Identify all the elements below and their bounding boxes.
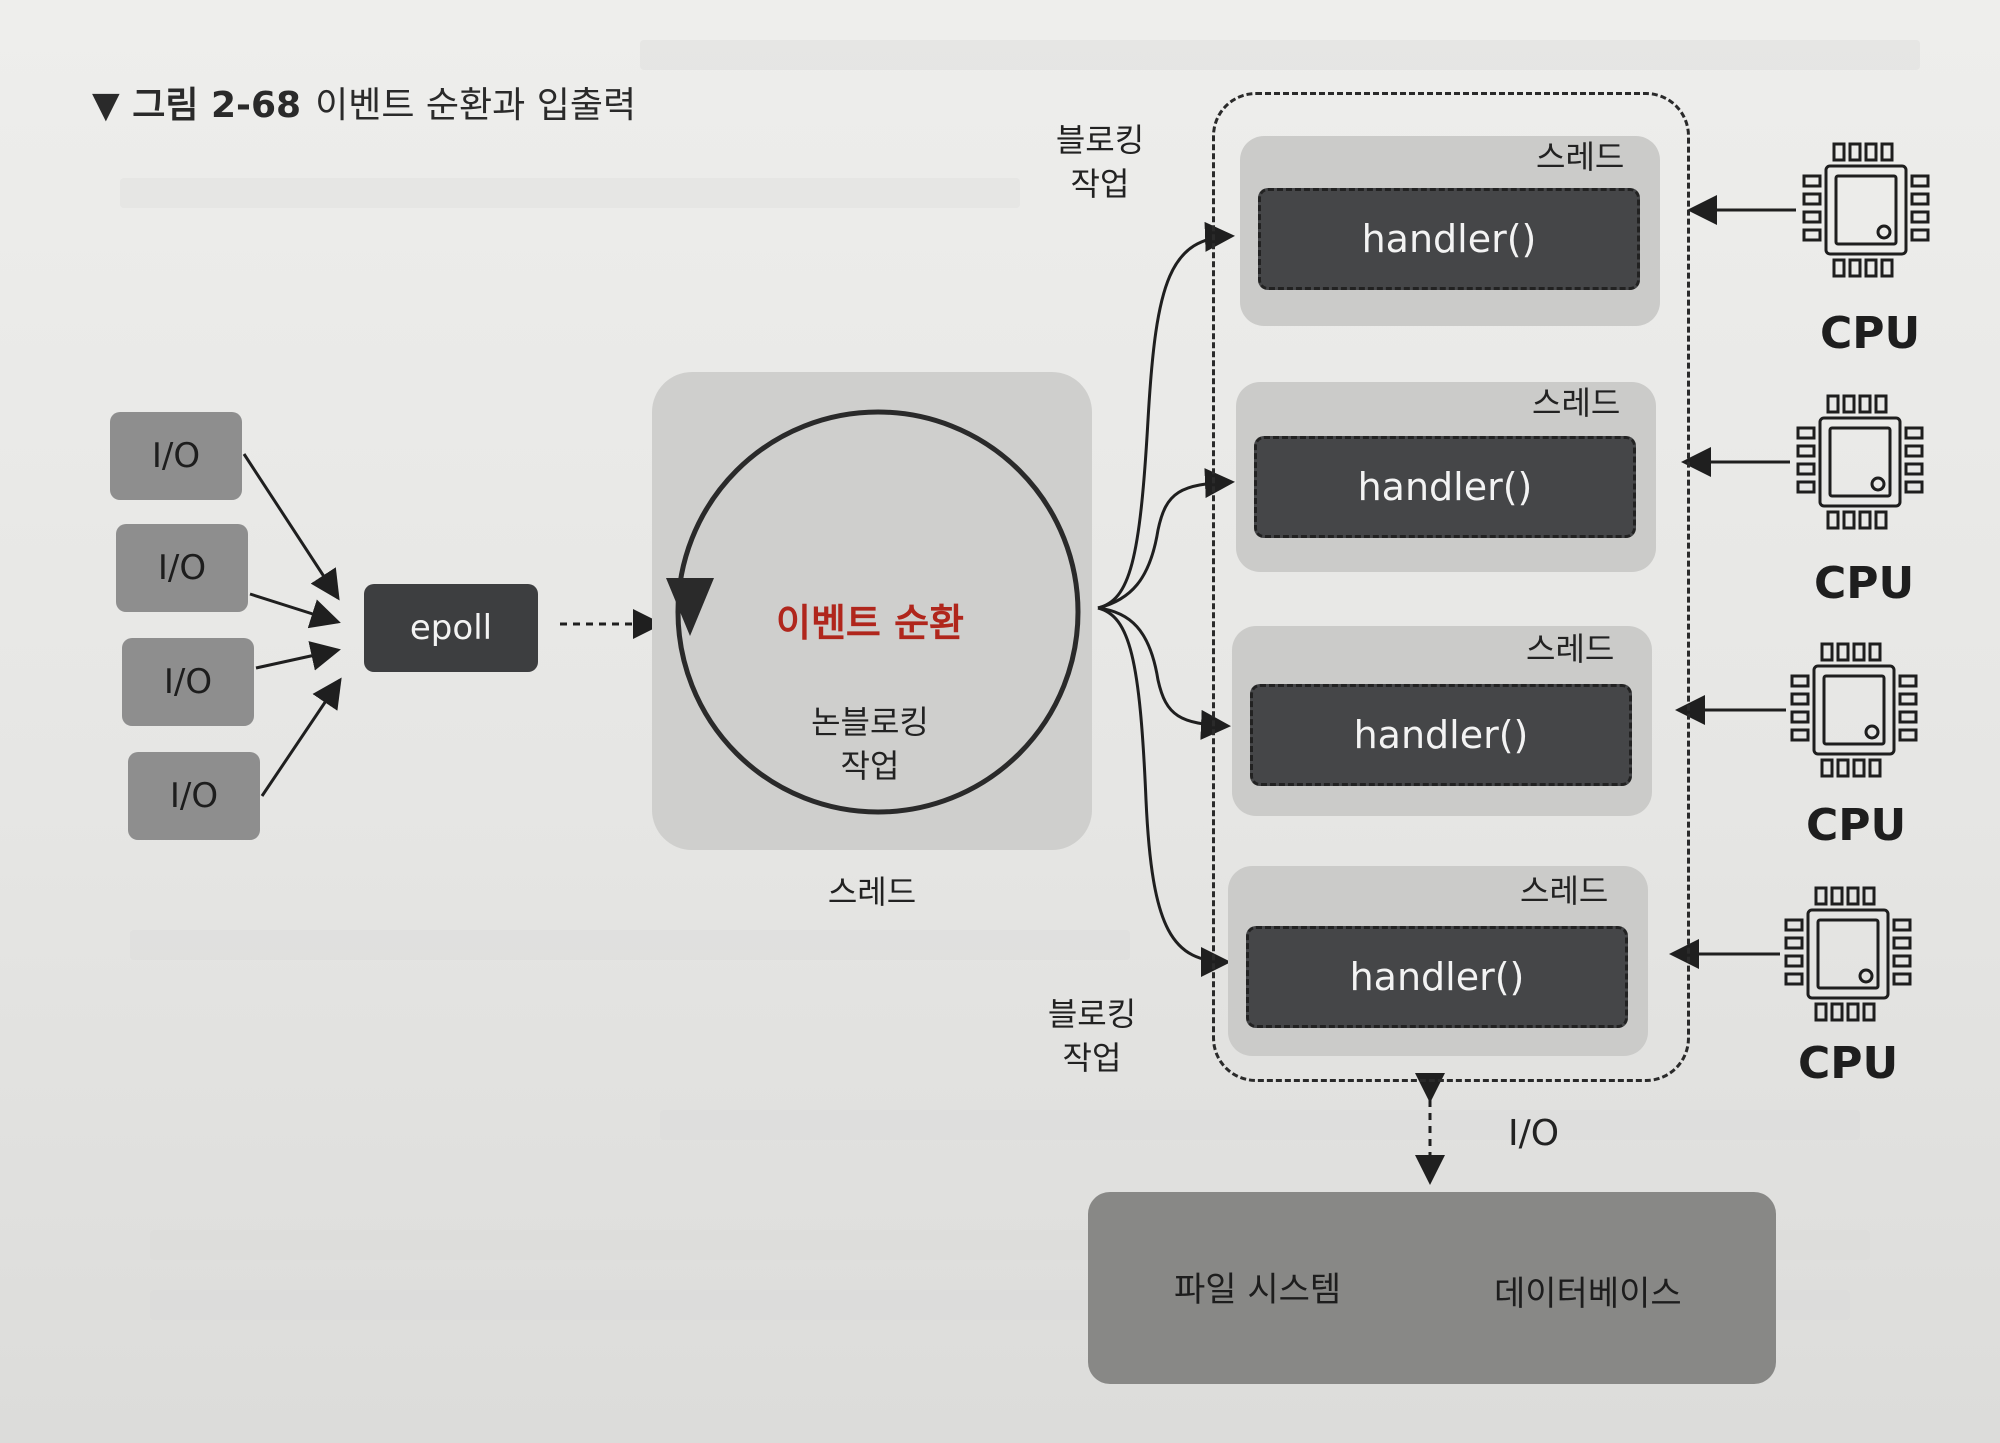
- arrow-icon: [1097, 606, 1231, 977]
- cpu-chip-icon: [1802, 142, 1930, 278]
- thread-label: 스레드: [1520, 872, 1609, 910]
- blocking-task-label-bottom: 블로킹 작업: [1032, 992, 1152, 1080]
- handler-box: handler(): [1258, 188, 1640, 290]
- thread-label: 스레드: [1536, 138, 1625, 176]
- non-blocking-label: 논블로킹 작업: [770, 700, 970, 788]
- bleed-through-line: [130, 930, 1130, 960]
- arrow-icon: [1097, 468, 1235, 610]
- arrow-icon: [255, 641, 341, 671]
- handler-box: handler(): [1254, 436, 1636, 538]
- io-label-bottom: I/O: [1508, 1113, 1560, 1154]
- figure-number: ▼ 그림 2-68: [92, 85, 302, 126]
- event-loop-thread-label: 스레드: [827, 873, 917, 911]
- io-box: I/O: [116, 524, 248, 612]
- blocking-line2: 작업: [1062, 1039, 1122, 1077]
- cpu-chip-icon: [1796, 394, 1924, 530]
- arrow-icon: [242, 453, 340, 601]
- database-label: 데이터베이스: [1494, 1274, 1682, 1314]
- arrow-icon: [260, 677, 342, 797]
- io-box: I/O: [110, 412, 242, 500]
- cpu-chip-icon: [1790, 642, 1918, 778]
- thread-pool-group: [1212, 92, 1690, 1082]
- arrow-icon: [1097, 221, 1235, 610]
- blocking-line1: 블로킹: [1055, 121, 1145, 159]
- arrow-icon: [249, 592, 341, 629]
- event-loop-circle: [666, 409, 1081, 815]
- cpu-chip-icon: [1784, 886, 1912, 1022]
- blocking-line2: 작업: [1070, 165, 1130, 203]
- non-blocking-line1: 논블로킹: [811, 703, 929, 741]
- event-loop-title: 이벤트 순환: [775, 601, 965, 645]
- io-box: I/O: [122, 638, 254, 726]
- cpu-label: CPU: [1806, 800, 1907, 851]
- cpu-label: CPU: [1814, 558, 1915, 609]
- triangle-down-icon: [666, 578, 714, 636]
- filesystem-label: 파일 시스템: [1174, 1270, 1342, 1310]
- blocking-task-label-top: 블로킹 작업: [1040, 118, 1160, 206]
- handler-box: handler(): [1250, 684, 1632, 786]
- thread-label: 스레드: [1526, 630, 1615, 668]
- bleed-through-line: [640, 40, 1920, 70]
- storage-box: [1088, 1192, 1776, 1384]
- non-blocking-line2: 작업: [840, 747, 900, 785]
- handler-box: handler(): [1246, 926, 1628, 1028]
- figure-title: ▼ 그림 2-68 이벤트 순환과 입출력: [92, 76, 636, 128]
- epoll-box: epoll: [364, 584, 538, 672]
- cpu-label: CPU: [1798, 1038, 1899, 1089]
- event-loop-thread-background: [652, 372, 1092, 850]
- figure-caption: 이벤트 순환과 입출력: [315, 85, 637, 126]
- io-box: I/O: [128, 752, 260, 840]
- bleed-through-line: [660, 1110, 1860, 1140]
- cpu-label: CPU: [1820, 308, 1921, 359]
- bleed-through-line: [120, 178, 1020, 208]
- arrow-icon: [1097, 606, 1231, 740]
- thread-label: 스레드: [1532, 384, 1621, 422]
- blocking-line1: 블로킹: [1047, 995, 1137, 1033]
